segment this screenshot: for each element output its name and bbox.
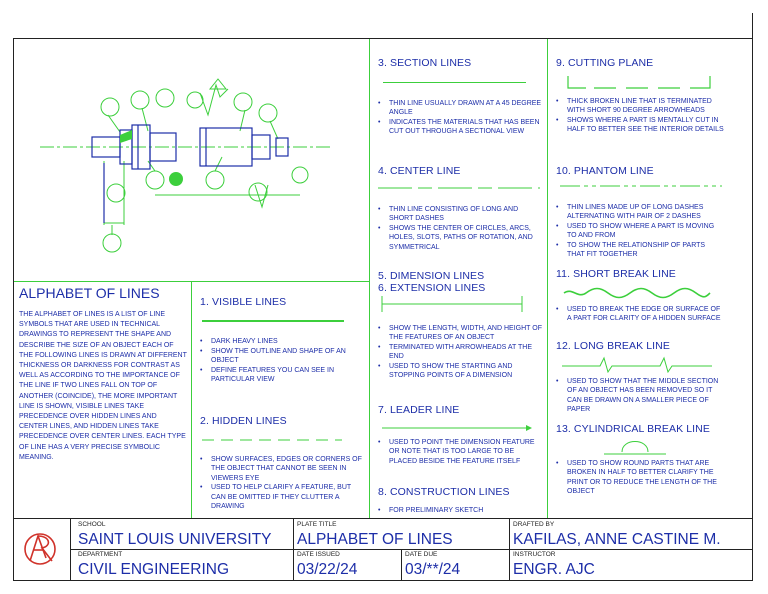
visible-lines-list: DARK HEAVY LINES SHOW THE OUTLINE AND SH… xyxy=(200,337,358,385)
list-item: TERMINATED WITH ARROWHEADS AT THE END xyxy=(378,343,542,362)
cutting-plane-sample xyxy=(567,76,711,89)
plate-title-value: ALPHABET OF LINES xyxy=(297,531,453,548)
list-item: USED TO HELP CLARIFY A FEATURE, BUT CAN … xyxy=(200,483,362,511)
title-block-top-line xyxy=(14,518,752,519)
dimension-lines-list: SHOW THE LENGTH, WIDTH, AND HEIGHT OF TH… xyxy=(378,324,542,381)
shaft-drawing xyxy=(40,78,330,253)
heading-construction-lines: 8. CONSTRUCTION LINES xyxy=(378,486,510,498)
list-item: SHOW THE LENGTH, WIDTH, AND HEIGHT OF TH… xyxy=(378,324,542,343)
leader-line-sample xyxy=(382,425,532,431)
list-item: THIN LINE CONSISTING OF LONG AND SHORT D… xyxy=(378,205,542,224)
cylindrical-break-list: USED TO SHOW ROUND PARTS THAT ARE BROKEN… xyxy=(556,459,724,497)
plate-title-label: PLATE TITLE xyxy=(297,521,337,528)
column-divider-0 xyxy=(191,281,192,518)
list-item: USED TO SHOW THAT THE MIDDLE SECTION OF … xyxy=(556,377,724,414)
list-item: DEFINE FEATURES YOU CAN SEE IN PARTICULA… xyxy=(200,366,358,385)
heading-short-break-line: 11. SHORT BREAK LINE xyxy=(556,268,676,280)
long-break-sample xyxy=(562,356,712,374)
cylindrical-break-sample xyxy=(604,441,666,455)
heading-section-lines: 3. SECTION LINES xyxy=(378,57,472,69)
drafted-by-value: KAFILAS, ANNE CASTINE M. xyxy=(513,531,721,548)
instructor-label: INSTRUCTOR xyxy=(513,551,556,558)
list-item: SHOW SURFACES, EDGES OR CORNERS OF THE O… xyxy=(200,455,362,483)
list-item: USED TO POINT THE DIMENSION FEATURE OR N… xyxy=(378,438,542,466)
phantom-line-list: THIN LINES MADE UP OF LONG DASHES ALTERN… xyxy=(556,203,724,260)
heading-extension-lines: 6. EXTENSION LINES xyxy=(378,282,486,294)
list-item: SHOWS THE CENTER OF CIRCLES, ARCS, HOLES… xyxy=(378,224,542,252)
center-line-sample xyxy=(378,187,540,189)
department-label: DEPARTMENT xyxy=(78,551,123,558)
phantom-line-sample xyxy=(560,185,722,187)
list-item: THIN LINE USUALLY DRAWN AT A 45 DEGREE A… xyxy=(378,99,542,118)
section-lines-list: THIN LINE USUALLY DRAWN AT A 45 DEGREE A… xyxy=(378,99,542,137)
date-issued-value: 03/22/24 xyxy=(297,561,358,578)
intro-paragraph: THE ALPHABET OF LINES IS A LIST OF LINE … xyxy=(19,311,187,461)
title-block-mid-line xyxy=(70,549,752,550)
section-line-sample xyxy=(383,82,526,83)
cutting-plane-list: THICK BROKEN LINE THAT IS TERMINATED WIT… xyxy=(556,97,724,135)
list-item: USED TO SHOW ROUND PARTS THAT ARE BROKEN… xyxy=(556,459,724,496)
page-title: ALPHABET OF LINES xyxy=(19,285,160,301)
hidden-lines-list: SHOW SURFACES, EDGES OR CORNERS OF THE O… xyxy=(200,455,362,512)
list-item: THICK BROKEN LINE THAT IS TERMINATED WIT… xyxy=(556,97,724,116)
department-value: CIVIL ENGINEERING xyxy=(78,561,230,578)
school-value: SAINT LOUIS UNIVERSITY xyxy=(78,531,272,548)
list-item: FOR PRELIMINARY SKETCH xyxy=(378,506,542,516)
list-item: TO SHOW THE RELATIONSHIP OF PARTS THAT F… xyxy=(556,241,724,260)
dimension-line-sample xyxy=(381,296,523,312)
column-divider-2 xyxy=(547,39,548,518)
leader-line-list: USED TO POINT THE DIMENSION FEATURE OR N… xyxy=(378,438,542,466)
date-issued-label: DATE ISSUED xyxy=(297,551,340,558)
heading-visible-lines: 1. VISIBLE LINES xyxy=(200,296,287,308)
heading-leader-line: 7. LEADER LINE xyxy=(378,404,460,416)
short-break-sample xyxy=(563,287,711,299)
hidden-line-sample xyxy=(202,439,342,441)
list-item: INDICATES THE MATERIALS THAT HAS BEEN CU… xyxy=(378,118,542,137)
heading-cutting-plane: 9. CUTTING PLANE xyxy=(556,57,654,69)
visible-line-sample xyxy=(202,320,344,322)
school-label: SCHOOL xyxy=(78,521,106,528)
list-item: USED TO SHOW WHERE A PART IS MOVING TO A… xyxy=(556,222,724,241)
drafted-by-label: DRAFTED BY xyxy=(513,521,555,528)
list-item: DARK HEAVY LINES xyxy=(200,337,358,347)
list-item: USED TO BREAK THE EDGE OR SURFACE OF A P… xyxy=(556,305,724,324)
heading-cylindrical-break-line: 13. CYLINDRICAL BREAK LINE xyxy=(556,423,710,435)
heading-center-line: 4. CENTER LINE xyxy=(378,165,461,177)
list-item: SHOWS WHERE A PART IS MENTALLY CUT IN HA… xyxy=(556,116,724,135)
list-item: USED TO SHOW THE STARTING AND STOPPING P… xyxy=(378,362,542,381)
date-due-value: 03/**/24 xyxy=(405,561,461,578)
row-divider-title xyxy=(14,281,369,282)
instructor-value: ENGR. AJC xyxy=(513,561,595,578)
heading-hidden-lines: 2. HIDDEN LINES xyxy=(200,415,287,427)
list-item: SHOW THE OUTLINE AND SHAPE OF AN OBJECT xyxy=(200,347,358,366)
date-due-label: DATE DUE xyxy=(405,551,438,558)
short-break-list: USED TO BREAK THE EDGE OR SURFACE OF A P… xyxy=(556,305,724,324)
heading-phantom-line: 10. PHANTOM LINE xyxy=(556,165,654,177)
sheet-right-margin-line xyxy=(752,13,753,581)
long-break-list: USED TO SHOW THAT THE MIDDLE SECTION OF … xyxy=(556,377,724,415)
title-block-divider-c xyxy=(401,549,402,580)
university-logo-icon xyxy=(24,533,56,565)
center-line-list: THIN LINE CONSISTING OF LONG AND SHORT D… xyxy=(378,205,542,252)
construction-lines-list: FOR PRELIMINARY SKETCH xyxy=(378,506,542,516)
heading-long-break-line: 12. LONG BREAK LINE xyxy=(556,340,670,352)
column-divider-1 xyxy=(369,39,370,518)
heading-dimension-lines: 5. DIMENSION LINES xyxy=(378,270,485,282)
list-item: THIN LINES MADE UP OF LONG DASHES ALTERN… xyxy=(556,203,724,222)
